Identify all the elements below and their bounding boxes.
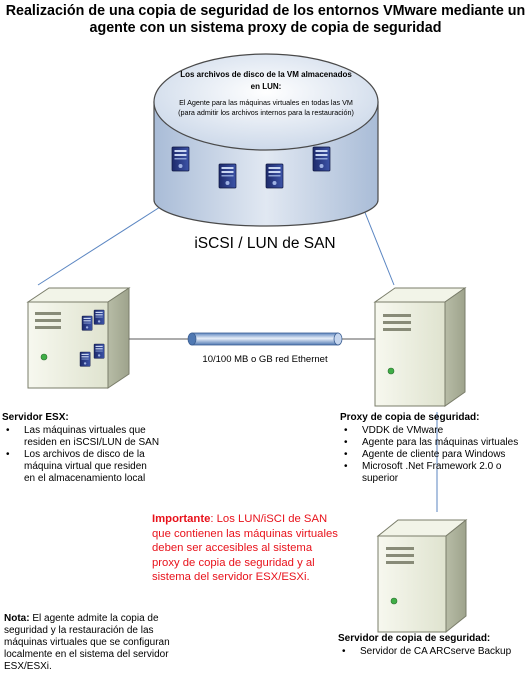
list-item: Servidor de CA ARCserve Backup — [338, 646, 530, 658]
network-label: 10/100 MB o GB red Ethernet — [202, 354, 328, 365]
esx-to-storage-arrow — [37, 198, 173, 286]
proxy-list: VDDK de VMware Agente para las máquinas … — [340, 425, 531, 485]
proxy-description: Proxy de copia de seguridad: VDDK de VMw… — [340, 412, 531, 485]
backup-server-icon — [376, 518, 468, 634]
backup-server-description: Servidor de copia de seguridad: Servidor… — [338, 633, 530, 658]
important-label: Importante — [152, 513, 211, 525]
list-item: Las máquinas virtuales que residen en iS… — [2, 425, 160, 449]
agent-note: Nota: El agente admite la copia de segur… — [4, 613, 192, 673]
esx-server-icon — [26, 287, 131, 389]
list-item: Microsoft .Net Framework 2.0 o superior — [340, 461, 531, 485]
list-item: Los archivos de disco de la máquina virt… — [2, 449, 160, 485]
important-text: : Los LUN/iSCI de SAN que contienen las … — [152, 513, 338, 583]
proxy-title: Proxy de copia de seguridad: — [340, 412, 480, 423]
storage-subtitle: El Agente para las máquinas virtuales en… — [178, 98, 354, 117]
san-label: iSCSI / LUN de SAN — [194, 235, 336, 252]
proxy-to-storage-arrow — [358, 198, 395, 286]
esx-server-description: Servidor ESX: Las máquinas virtuales que… — [2, 412, 160, 485]
backup-server-title: Servidor de copia de seguridad: — [338, 633, 491, 644]
diagram-title: Realización de una copia de seguridad de… — [5, 3, 526, 36]
storage-title: Los archivos de disco de la VM almacenad… — [180, 70, 352, 91]
esx-server-list: Las máquinas virtuales que residen en iS… — [2, 425, 160, 485]
esx-server-title: Servidor ESX: — [2, 412, 69, 423]
storage-cylinder-icon — [153, 53, 379, 227]
note-label: Nota: — [4, 613, 30, 624]
proxy-server-icon — [373, 287, 467, 407]
important-note: Importante: Los LUN/iSCI de SAN que cont… — [152, 512, 338, 585]
note-text: El agente admite la copia de seguridad y… — [4, 613, 170, 672]
ethernet-pipe-icon — [129, 332, 375, 346]
list-item: Agente para las máquinas virtuales — [340, 437, 531, 449]
list-item: Agente de cliente para Windows — [340, 449, 531, 461]
list-item: VDDK de VMware — [340, 425, 531, 437]
backup-server-list: Servidor de CA ARCserve Backup — [338, 646, 530, 658]
